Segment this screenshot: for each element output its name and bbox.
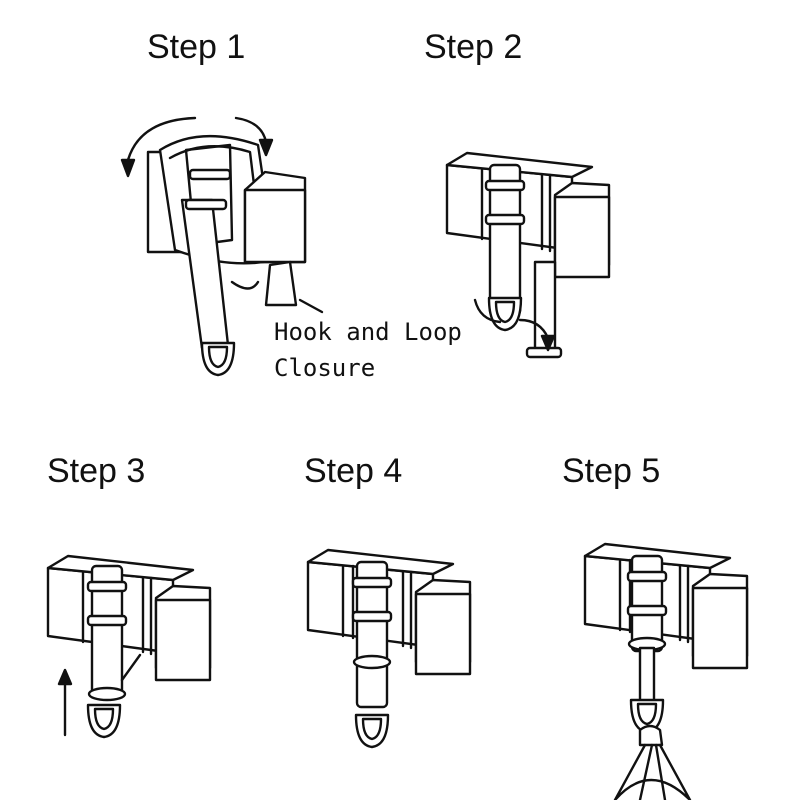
step4-beam-end-face [414,592,472,676]
step2-tab-end [525,346,563,359]
step1-arrow-left-arc [126,116,197,162]
step1-arrow-right-arc [234,116,268,144]
step2-motion-arc [473,298,502,324]
step5-hanging-rope [613,743,692,800]
step3-ring [87,686,127,702]
step2-d-ring-inner [494,300,516,324]
step-1-title: Step 1 [147,28,246,66]
step-2-title: Step 2 [424,28,523,66]
step4-beam-wrap [341,564,413,650]
callout-line-1: Hook and Loop [274,318,462,346]
step4-ring [352,654,392,670]
step5-carabiner [638,724,664,747]
step1-buckle-1 [188,168,232,181]
step3-tab [120,653,142,682]
step2-beam-end-face [553,195,611,279]
step5-strap-buckle-top [626,570,668,583]
step1-hook-loop-tab [264,260,298,307]
step5-d-ring-inner [636,702,658,726]
step2-strap-buckle-top [484,179,526,192]
step2-strap-buckle-bottom [484,213,526,226]
hook-loop-callout: Hook and Loop Closure [274,314,462,386]
step5-beam-wrap [618,558,690,644]
step1-arrow-right-head [258,138,274,157]
step1-callout-line [298,298,324,314]
step-3-title: Step 3 [47,452,146,490]
step-5-title: Step 5 [562,452,661,490]
callout-line-2: Closure [274,354,376,382]
step2-beam-top [445,151,594,179]
step3-d-ring-inner [93,707,115,731]
step5-beam-end-face [691,586,749,670]
step3-strap-buckle-top [86,580,128,593]
step3-arrow-head [57,668,73,686]
step1-motion-arc [230,280,260,290]
step-4-title: Step 4 [304,452,403,490]
step5-strap-buckle-bottom [626,604,668,617]
step4-d-ring-inner [361,717,383,741]
step4-strap-buckle-bottom [351,610,393,623]
step4-strap-buckle-top [351,576,393,589]
step3-beam-end-face [154,598,212,682]
step5-strap [630,554,664,653]
step1-buckle-2 [184,198,228,211]
step5-strap-lower [638,646,656,705]
step1-beam-end [243,188,307,264]
step1-d-ring-inner [207,345,229,369]
step4-strap [355,560,389,709]
step2-arrow-head [540,334,556,352]
step1-arrow-left-head [120,158,136,178]
step3-strap-buckle-bottom [86,614,128,627]
